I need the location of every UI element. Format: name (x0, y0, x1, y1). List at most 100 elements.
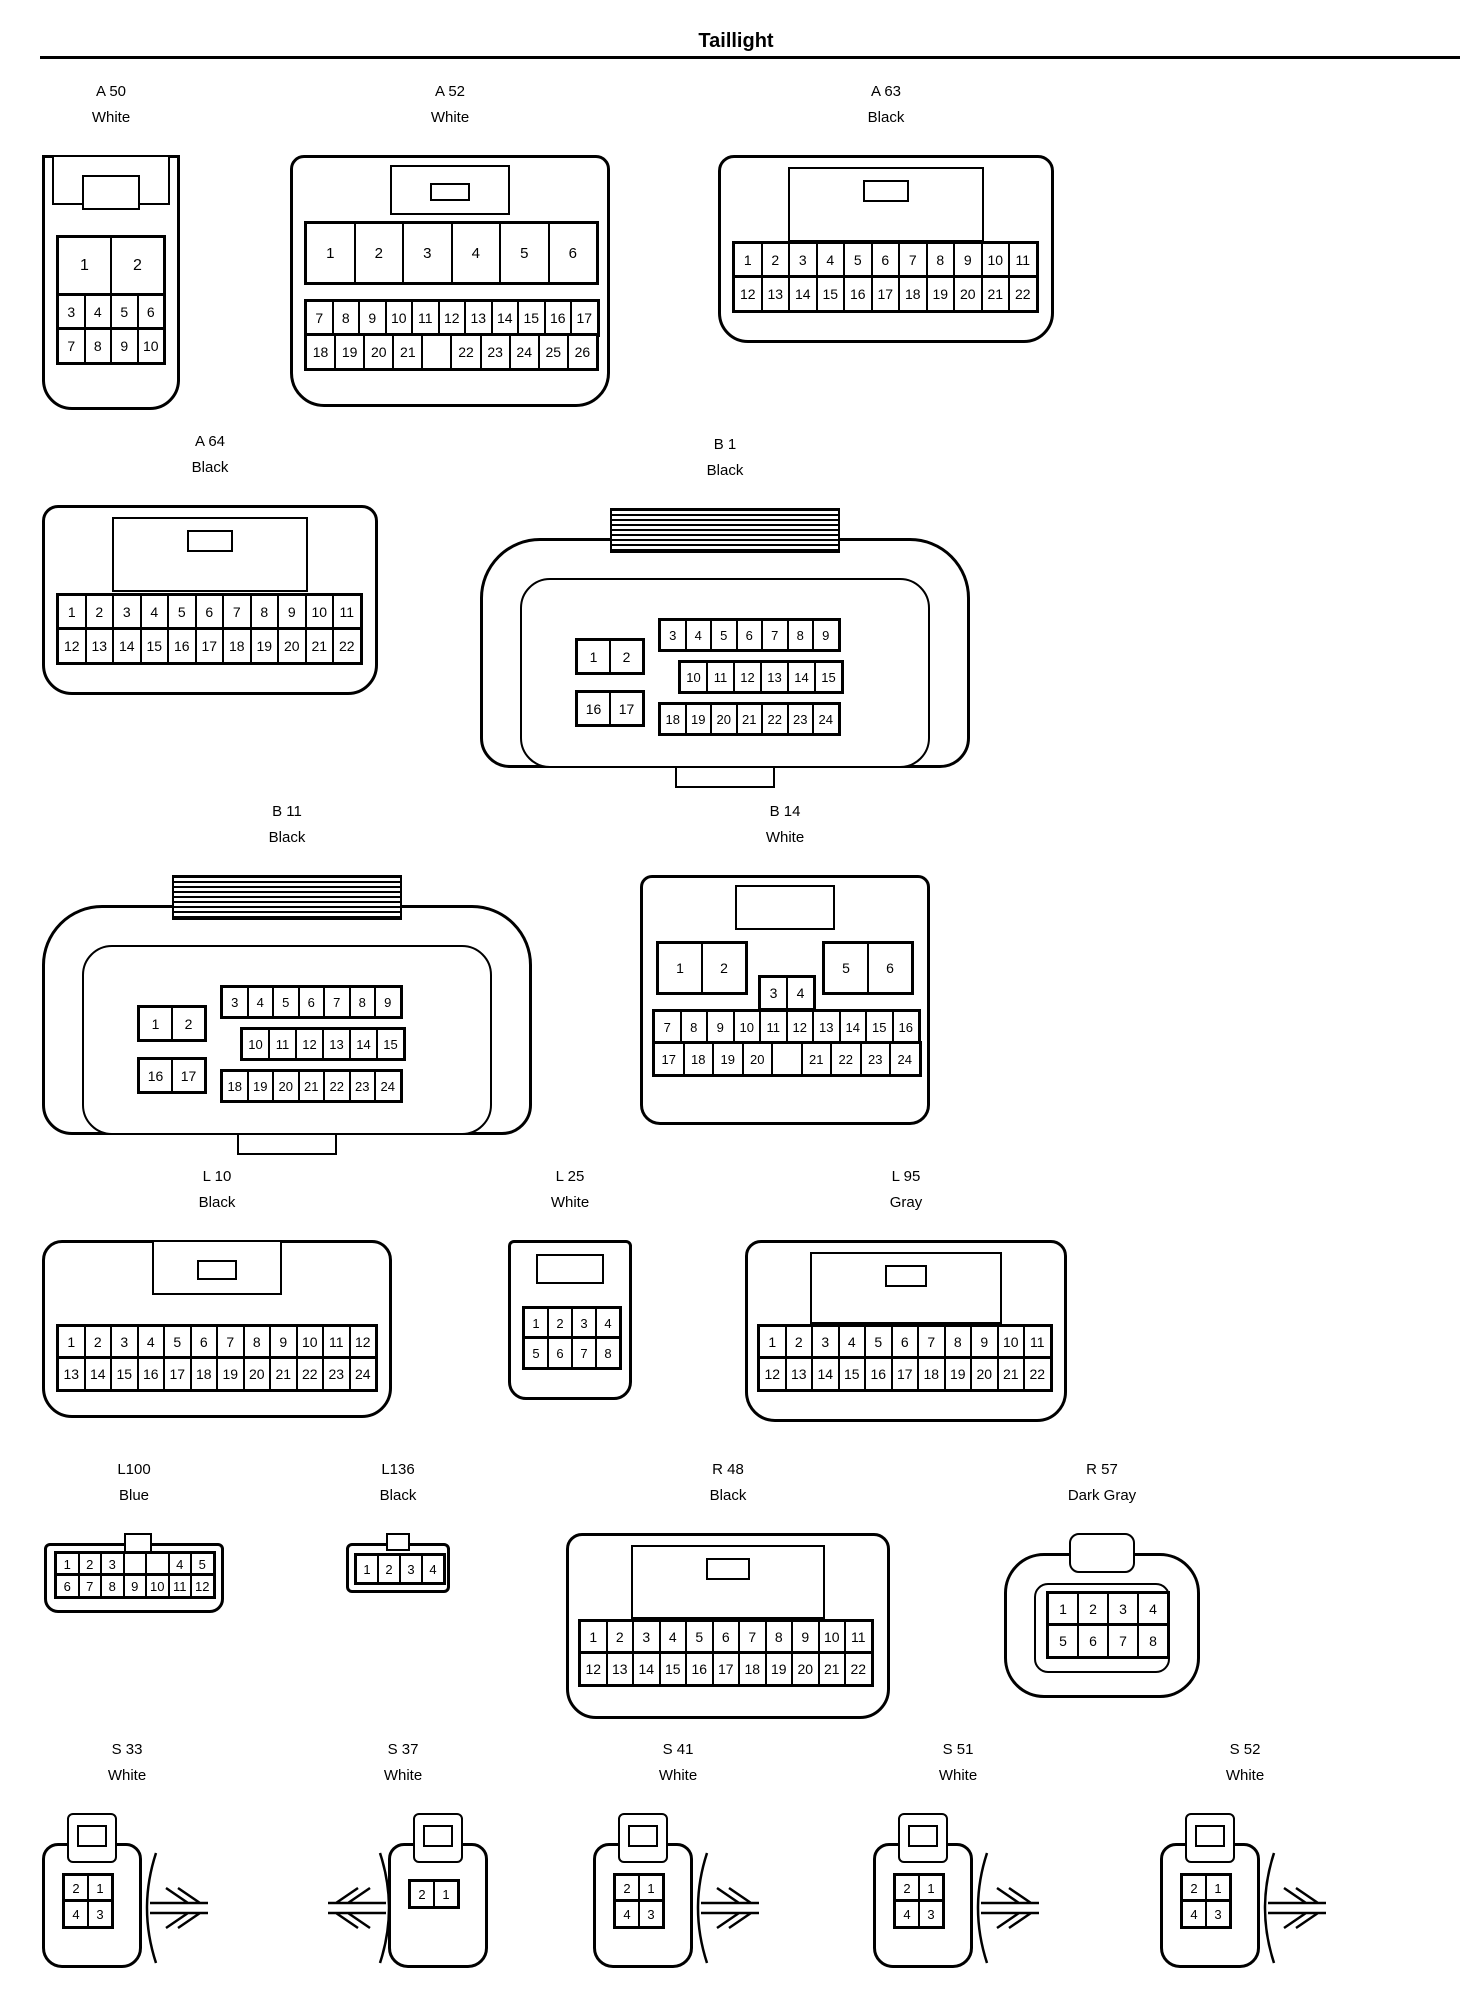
connector-name: R 48 (712, 1461, 744, 1478)
pin: 1 (734, 243, 762, 277)
latch-tab (706, 1558, 750, 1580)
pin: 2 (895, 1875, 919, 1901)
pin: 4 (137, 1326, 164, 1358)
pin: 5 (164, 1326, 191, 1358)
pin: 21 (270, 1358, 297, 1390)
pin: 6 (298, 987, 324, 1017)
connector-name: L 10 (202, 1168, 232, 1185)
pin: 7 (1108, 1625, 1138, 1657)
pin: 12 (734, 662, 761, 692)
latch (610, 508, 840, 553)
pin: 4 (838, 1326, 865, 1358)
connector-name: S 51 (942, 1741, 974, 1758)
pin: 17 (172, 1059, 205, 1092)
pin: 11 (323, 1326, 350, 1358)
pin: 4 (422, 1555, 444, 1583)
connector-name: L100 (117, 1461, 151, 1478)
mounting-clip (1263, 1852, 1326, 1964)
pin: 5 (111, 295, 138, 329)
pin: 21 (736, 704, 762, 734)
pin: 3 (111, 1326, 138, 1358)
pin: 14 (812, 1358, 839, 1390)
pin: 13 (606, 1653, 633, 1685)
pin: 3 (88, 1901, 112, 1927)
pin: 8 (243, 1326, 270, 1358)
pin: 24 (349, 1358, 376, 1390)
pin: 5 (711, 620, 737, 650)
pin: 1 (524, 1308, 548, 1338)
title-rule (40, 56, 1460, 59)
pin: 1 (434, 1881, 458, 1907)
connector-name: L136 (381, 1461, 415, 1478)
connector-color: White (938, 1767, 978, 1784)
pin: 7 (654, 1011, 681, 1043)
connector-color: Gray (889, 1194, 923, 1211)
pin: 4 (685, 620, 711, 650)
pin: 13 (465, 301, 492, 335)
connector-name: S 41 (662, 1741, 694, 1758)
pin: 9 (111, 329, 138, 363)
pin: 22 (1009, 277, 1037, 311)
pin: 2 (1182, 1875, 1206, 1901)
pin: 16 (686, 1653, 713, 1685)
pin: 4 (64, 1901, 88, 1927)
pin: 11 (1024, 1326, 1051, 1358)
pin: 2 (615, 1875, 639, 1901)
pin: 5 (1048, 1625, 1078, 1657)
pin: 3 (101, 1553, 124, 1575)
pin: 19 (765, 1653, 792, 1685)
pin: 9 (359, 301, 386, 335)
pin: 15 (816, 277, 844, 311)
pin: 1 (919, 1875, 943, 1901)
connector-color: White (91, 109, 131, 126)
connector-color: Black (706, 462, 744, 479)
pin: 12 (349, 1326, 376, 1358)
pin: 6 (736, 620, 762, 650)
mounting-clip (145, 1852, 208, 1964)
connector-color: White (430, 109, 470, 126)
pin: 4 (247, 987, 273, 1017)
pin: 13 (761, 277, 789, 311)
pin: 5 (524, 1338, 548, 1368)
pin: 3 (58, 295, 85, 329)
pin: 1 (58, 237, 111, 295)
pin: 3 (812, 1326, 839, 1358)
pin: 9 (278, 595, 306, 629)
latch-tab (908, 1825, 938, 1847)
pin: 12 (58, 629, 86, 663)
pin: 4 (615, 1901, 639, 1927)
latch (386, 1533, 410, 1551)
pin: 20 (792, 1653, 819, 1685)
pin: 7 (223, 595, 251, 629)
connector-color: White (658, 1767, 698, 1784)
pin: 21 (997, 1358, 1024, 1390)
pin: 20 (243, 1358, 270, 1390)
pin: 1 (56, 1553, 79, 1575)
pin: 2 (378, 1555, 400, 1583)
pin: 12 (191, 1575, 214, 1597)
latch-tab (430, 183, 470, 201)
pin: 3 (919, 1901, 943, 1927)
pin: 11 (760, 1011, 787, 1043)
pin: 12 (759, 1358, 786, 1390)
